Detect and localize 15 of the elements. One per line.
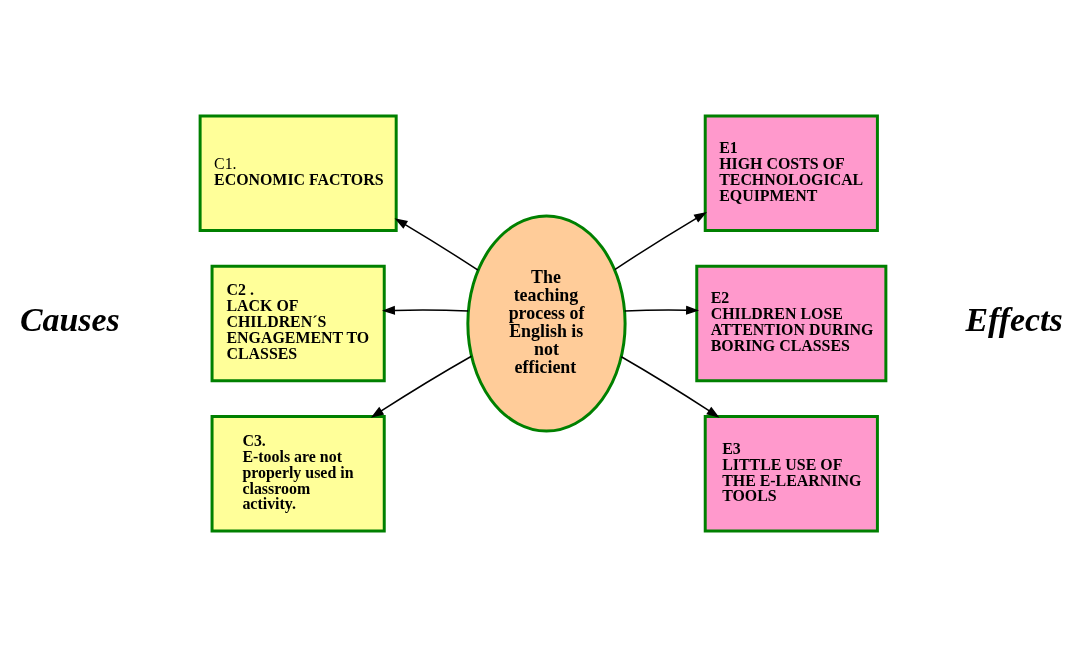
node-box: C3. E-tools are not properly used in classroom activity. (210, 415, 386, 533)
arrow (382, 305, 469, 315)
arrow (620, 356, 720, 418)
node-box: C2 . LACK OF CHILDREN´S ENGAGEMENT TO CLASSES (210, 264, 386, 383)
arrow (623, 305, 699, 315)
label: Causes (19, 301, 120, 339)
node-box: E1 HIGH COSTS OF TECHNOLOGICAL EQUIPMENT (703, 114, 879, 232)
node-ellipse: The teaching process of English is not efficient (466, 214, 627, 433)
arrow (614, 211, 707, 271)
arrow (394, 218, 479, 271)
arrow (370, 355, 473, 418)
node-box: E2 CHILDREN LOSE ATTENTION DURING BORING CLASSES (695, 264, 888, 383)
node-box: C1. ECONOMIC FACTORS (198, 114, 398, 232)
node-box: E3 LITTLE USE OF THE E-LEARNING TOOLS (703, 415, 879, 533)
label: Effects (965, 301, 1063, 339)
